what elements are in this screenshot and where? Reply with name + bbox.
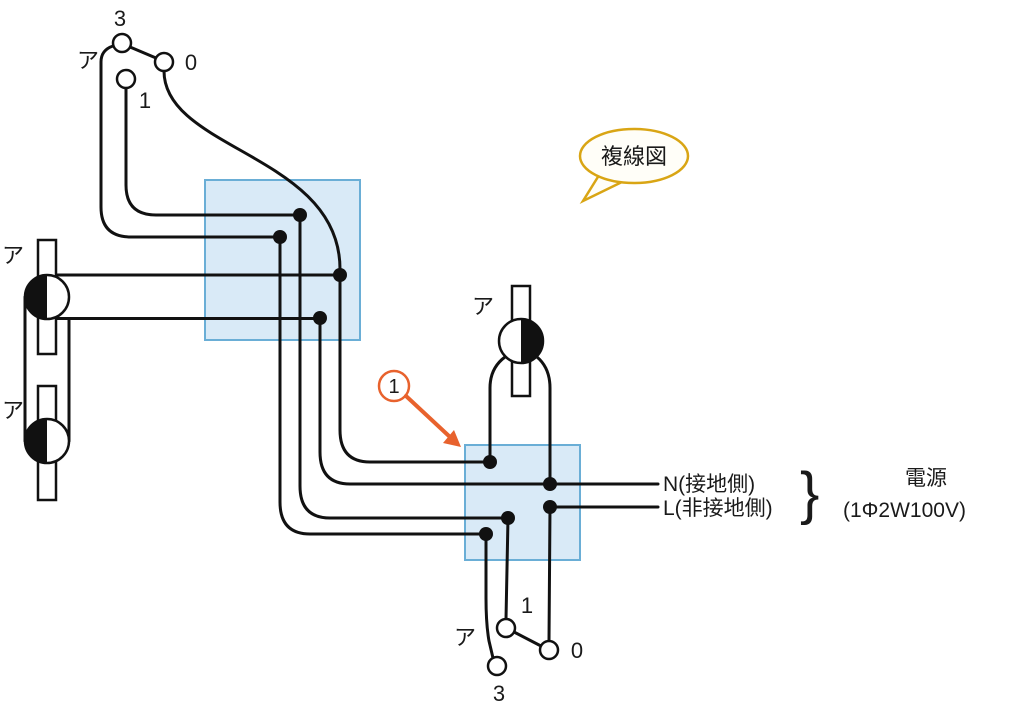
terminal-1-label: 1	[139, 88, 151, 113]
terminal-0-label: 0	[185, 50, 197, 75]
speech-bubble: 複線図	[578, 127, 690, 205]
annotation-number: 1	[388, 376, 399, 398]
cable-switched-live-box1-to-box2	[338, 273, 486, 464]
cable-neutral-box1-to-box2	[318, 316, 546, 486]
splice-dot	[543, 500, 557, 514]
switch-name-label: ア	[454, 625, 476, 650]
power-source-labels: N(接地側) L(非接地側) } 電源 (1Φ2W100V)	[663, 461, 966, 526]
terminal-0-label: 0	[571, 638, 583, 663]
lamp-half-fill	[25, 275, 47, 319]
junction-box-left	[204, 179, 361, 341]
splice-dots	[273, 208, 557, 541]
switch-lever	[512, 630, 543, 648]
lamp-half-fill	[521, 319, 543, 363]
annotation-arrow-head	[443, 430, 461, 447]
switch-terminal-3	[486, 655, 508, 677]
switch-lever	[128, 45, 158, 60]
wires	[23, 44, 660, 660]
splice-dot	[543, 477, 557, 491]
terminal-1-label: 1	[521, 593, 533, 618]
wire-top-switch-t0-to-box1	[162, 69, 342, 271]
power-title: 電源	[905, 467, 947, 490]
wire-right-lamp-right-to-box2	[535, 355, 552, 480]
lamp-half-fill	[25, 419, 47, 463]
wire-live-to-bottom-switch-t0	[547, 505, 552, 643]
annotation-1: 1	[377, 369, 461, 447]
switch-terminal-0	[153, 51, 175, 73]
lamp-label: ア	[2, 398, 24, 423]
switch-terminal-3	[111, 32, 133, 54]
power-spec: (1Φ2W100V)	[843, 499, 966, 522]
lamp-left-top: ア	[2, 238, 71, 356]
splice-dot	[483, 455, 497, 469]
switch-terminal-1	[115, 68, 137, 90]
speech-bubble-text: 複線図	[601, 144, 667, 169]
cable-traveler3-box1-to-box2	[278, 235, 482, 536]
switch-name-label: ア	[77, 48, 99, 73]
brace: }	[800, 461, 819, 526]
neutral-label: N(接地側)	[663, 473, 755, 496]
splice-dot	[293, 208, 307, 222]
annotation-circle	[377, 369, 411, 403]
lamp-label: ア	[2, 243, 24, 268]
lamp-left-bottom: ア	[2, 384, 71, 502]
wire-top-switch-t1-to-box1	[124, 86, 296, 217]
switch-terminal-0	[538, 639, 560, 661]
wire-right-lamp-left-to-box2	[488, 355, 507, 458]
live-label: L(非接地側)	[663, 497, 773, 520]
three-way-switch-top: 3 ア 0 1	[77, 6, 197, 113]
splice-dot	[479, 527, 493, 541]
wire-traveler3-to-bottom-switch-t3	[484, 532, 495, 660]
three-way-switch-bottom: 1 ア 0 3	[454, 593, 583, 706]
switch-terminal-1	[495, 617, 517, 639]
wire-top-switch-t3-to-box1	[99, 44, 276, 239]
terminal-3-label: 3	[114, 6, 126, 31]
splice-dot	[333, 268, 347, 282]
speech-bubble-body	[578, 127, 690, 185]
annotation-arrow-shaft	[404, 394, 452, 439]
terminal-3-label: 3	[493, 681, 505, 706]
splice-dot	[273, 230, 287, 244]
wire-traveler1-to-bottom-switch-t1	[504, 516, 510, 621]
lamp-label: ア	[472, 294, 494, 319]
splice-dot	[313, 311, 327, 325]
cable-traveler1-box1-to-box2	[298, 213, 504, 520]
splice-dot	[501, 511, 515, 525]
lamp-right: ア	[472, 284, 545, 398]
